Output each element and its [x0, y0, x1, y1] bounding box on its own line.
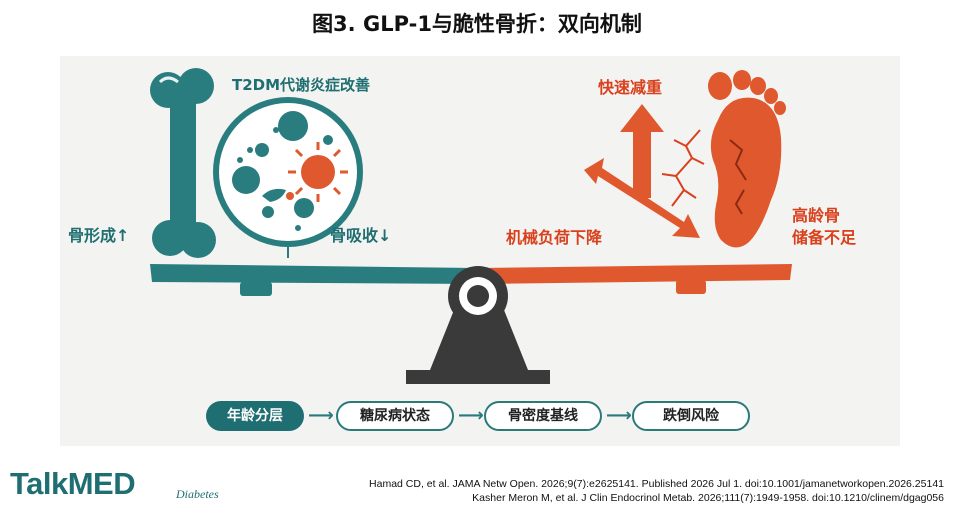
- bone-reserve-label-line1: 高龄骨: [792, 206, 841, 225]
- inflammation-circle-icon: [213, 97, 363, 258]
- foot-icon: [708, 70, 786, 248]
- beam-left: [150, 264, 478, 284]
- flow-step-fall-risk: 跌倒风险: [632, 401, 750, 431]
- bone-resorption-label: 骨吸收↓: [330, 226, 392, 245]
- arrow-right-icon: ⟶: [606, 405, 632, 426]
- mechanical-load-label: 机械负荷下降: [506, 228, 603, 247]
- factor-flow: 年龄分层 ⟶ 糖尿病状态 ⟶ 骨密度基线 ⟶ 跌倒风险: [0, 401, 954, 435]
- talkmed-logo: TalkMED: [10, 466, 136, 501]
- circle-label: T2DM代谢炎症改善: [232, 76, 371, 94]
- fulcrum: [430, 300, 528, 370]
- arrow-right-icon: ⟶: [308, 405, 334, 426]
- flow-step-diabetes: 糖尿病状态: [336, 401, 454, 431]
- bone-reserve-label-line2: 储备不足: [792, 228, 857, 247]
- logo-subtitle: Diabetes: [176, 487, 219, 501]
- weight-loss-label: 快速减重: [598, 78, 663, 97]
- arrow-right-icon: ⟶: [458, 405, 484, 426]
- beam-right: [478, 264, 792, 284]
- reference-1: Hamad CD, et al. JAMA Netw Open. 2026;9(…: [369, 478, 944, 490]
- bone-icon: [150, 68, 216, 258]
- flow-step-age: 年龄分层: [206, 401, 304, 431]
- figure-title: 图3. GLP-1与脆性骨折：双向机制: [312, 12, 642, 36]
- crack-icon: [661, 129, 705, 207]
- flow-step-bmd: 骨密度基线: [484, 401, 602, 431]
- load-bidirectional-arrow-icon: [584, 158, 700, 238]
- references: Hamad CD, et al. JAMA Netw Open. 2026;9(…: [369, 477, 944, 505]
- bone-formation-label: 骨形成↑: [68, 226, 130, 245]
- reference-2: Kasher Meron M, et al. J Clin Endocrinol…: [472, 492, 944, 504]
- weight-loss-arrow-icon: [620, 104, 664, 198]
